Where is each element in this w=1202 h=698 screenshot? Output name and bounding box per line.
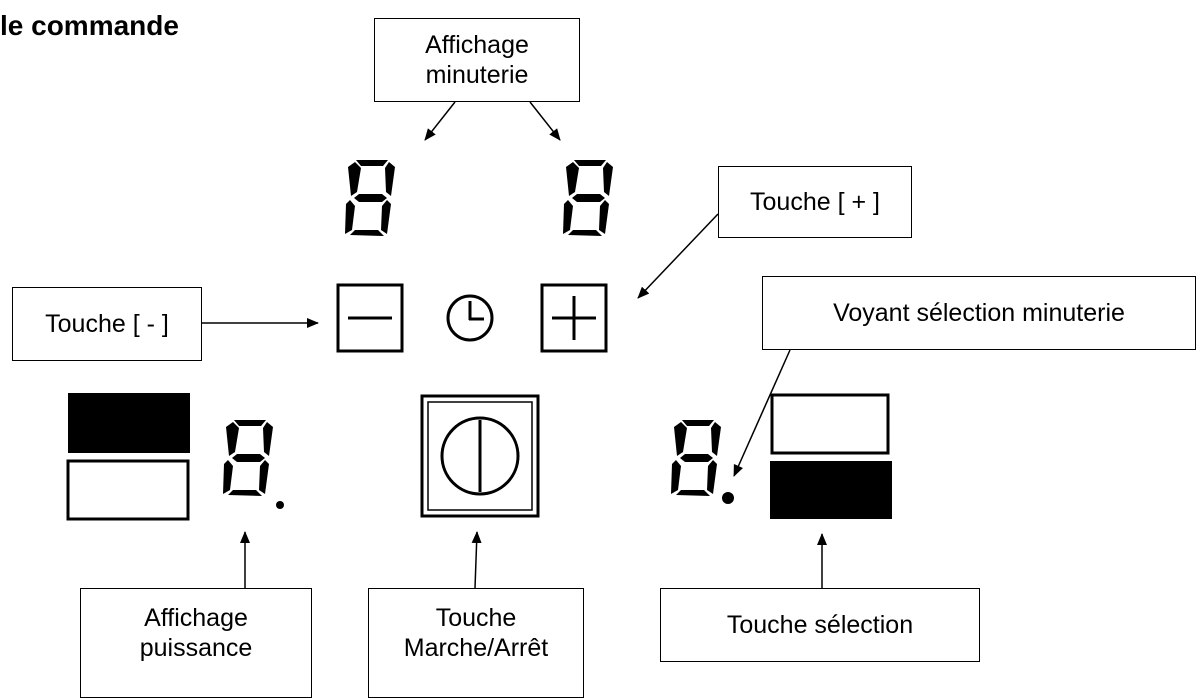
timer-digit-left (345, 160, 395, 236)
on-off-key[interactable] (420, 394, 540, 518)
power-icon (440, 416, 520, 496)
callout-selection-key-label: Touche sélection (726, 611, 914, 639)
timer-digit-right (563, 160, 613, 236)
plus-icon (552, 296, 596, 340)
callout-power-display-line2: puissance (139, 634, 253, 662)
left-indicator-top (68, 393, 190, 453)
arrow-on-off-key (471, 531, 482, 589)
minus-key[interactable] (336, 283, 404, 353)
callout-timer-display-line2: minuterie (425, 61, 529, 89)
callout-timer-display: Affichage minuterie (374, 18, 580, 102)
callout-plus-key: Touche [ + ] (718, 166, 912, 238)
power-digit-dot (276, 501, 284, 509)
callout-selection-key: Touche sélection (660, 588, 980, 662)
arrow-timer-left (424, 101, 456, 141)
arrow-timer-right (529, 101, 561, 141)
callout-power-display-line1: Affichage (144, 604, 248, 632)
callout-on-off-key: Touche Marche/Arrêt (368, 588, 584, 698)
callout-timer-selection-led-label: Voyant sélection minuterie (833, 299, 1125, 327)
right-digit (671, 420, 721, 496)
arrow-plus-key (637, 213, 719, 299)
callout-minus-key: Touche [ - ] (12, 287, 202, 361)
callout-power-display: Affichage puissance (80, 588, 312, 698)
left-indicator-bottom (66, 459, 190, 521)
callout-arrows (202, 101, 827, 589)
callout-plus-key-label: Touche [ + ] (750, 188, 880, 216)
right-indicator-bottom (770, 461, 892, 519)
timer-selection-led (722, 492, 734, 504)
arrow-timer-led (733, 349, 791, 477)
clock-icon (446, 294, 494, 342)
right-indicator-top (770, 393, 890, 455)
power-digit (223, 420, 273, 496)
section-title: le commande (0, 10, 179, 41)
callout-on-off-key-line1: Touche (435, 604, 517, 632)
control-panel-diagram (66, 101, 892, 589)
callout-timer-display-line1: Affichage (425, 31, 529, 59)
callout-minus-key-label: Touche [ - ] (45, 310, 169, 338)
callout-timer-selection-led: Voyant sélection minuterie (762, 276, 1196, 350)
plus-key[interactable] (540, 283, 608, 353)
callout-on-off-key-line2: Marche/Arrêt (403, 634, 549, 662)
